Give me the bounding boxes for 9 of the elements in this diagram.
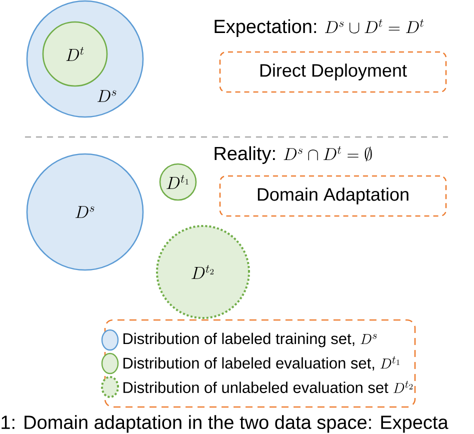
legend-text: $\text{Distribution of unlabeled evaluation set }D^{t_2}$ xyxy=(123,380,413,394)
dashed-box: Domain Adaptation xyxy=(219,175,447,217)
legend-text: $\text{Distribution of labeled evaluation set, }D^{t_1}$ xyxy=(123,356,400,370)
formula: $D^s \cap D^t = \emptyset$ xyxy=(284,146,372,162)
dashed-box: Direct Deployment xyxy=(219,51,447,93)
heading: Reality: xyxy=(214,146,275,164)
legend-text: $\text{Distribution of labeled training set, }D^s$ xyxy=(123,332,377,348)
formula: $D^s \cup D^t = D^t$ xyxy=(324,19,424,34)
caption: 1: Domain adaptation in the two data space: Expecta xyxy=(2,415,448,433)
